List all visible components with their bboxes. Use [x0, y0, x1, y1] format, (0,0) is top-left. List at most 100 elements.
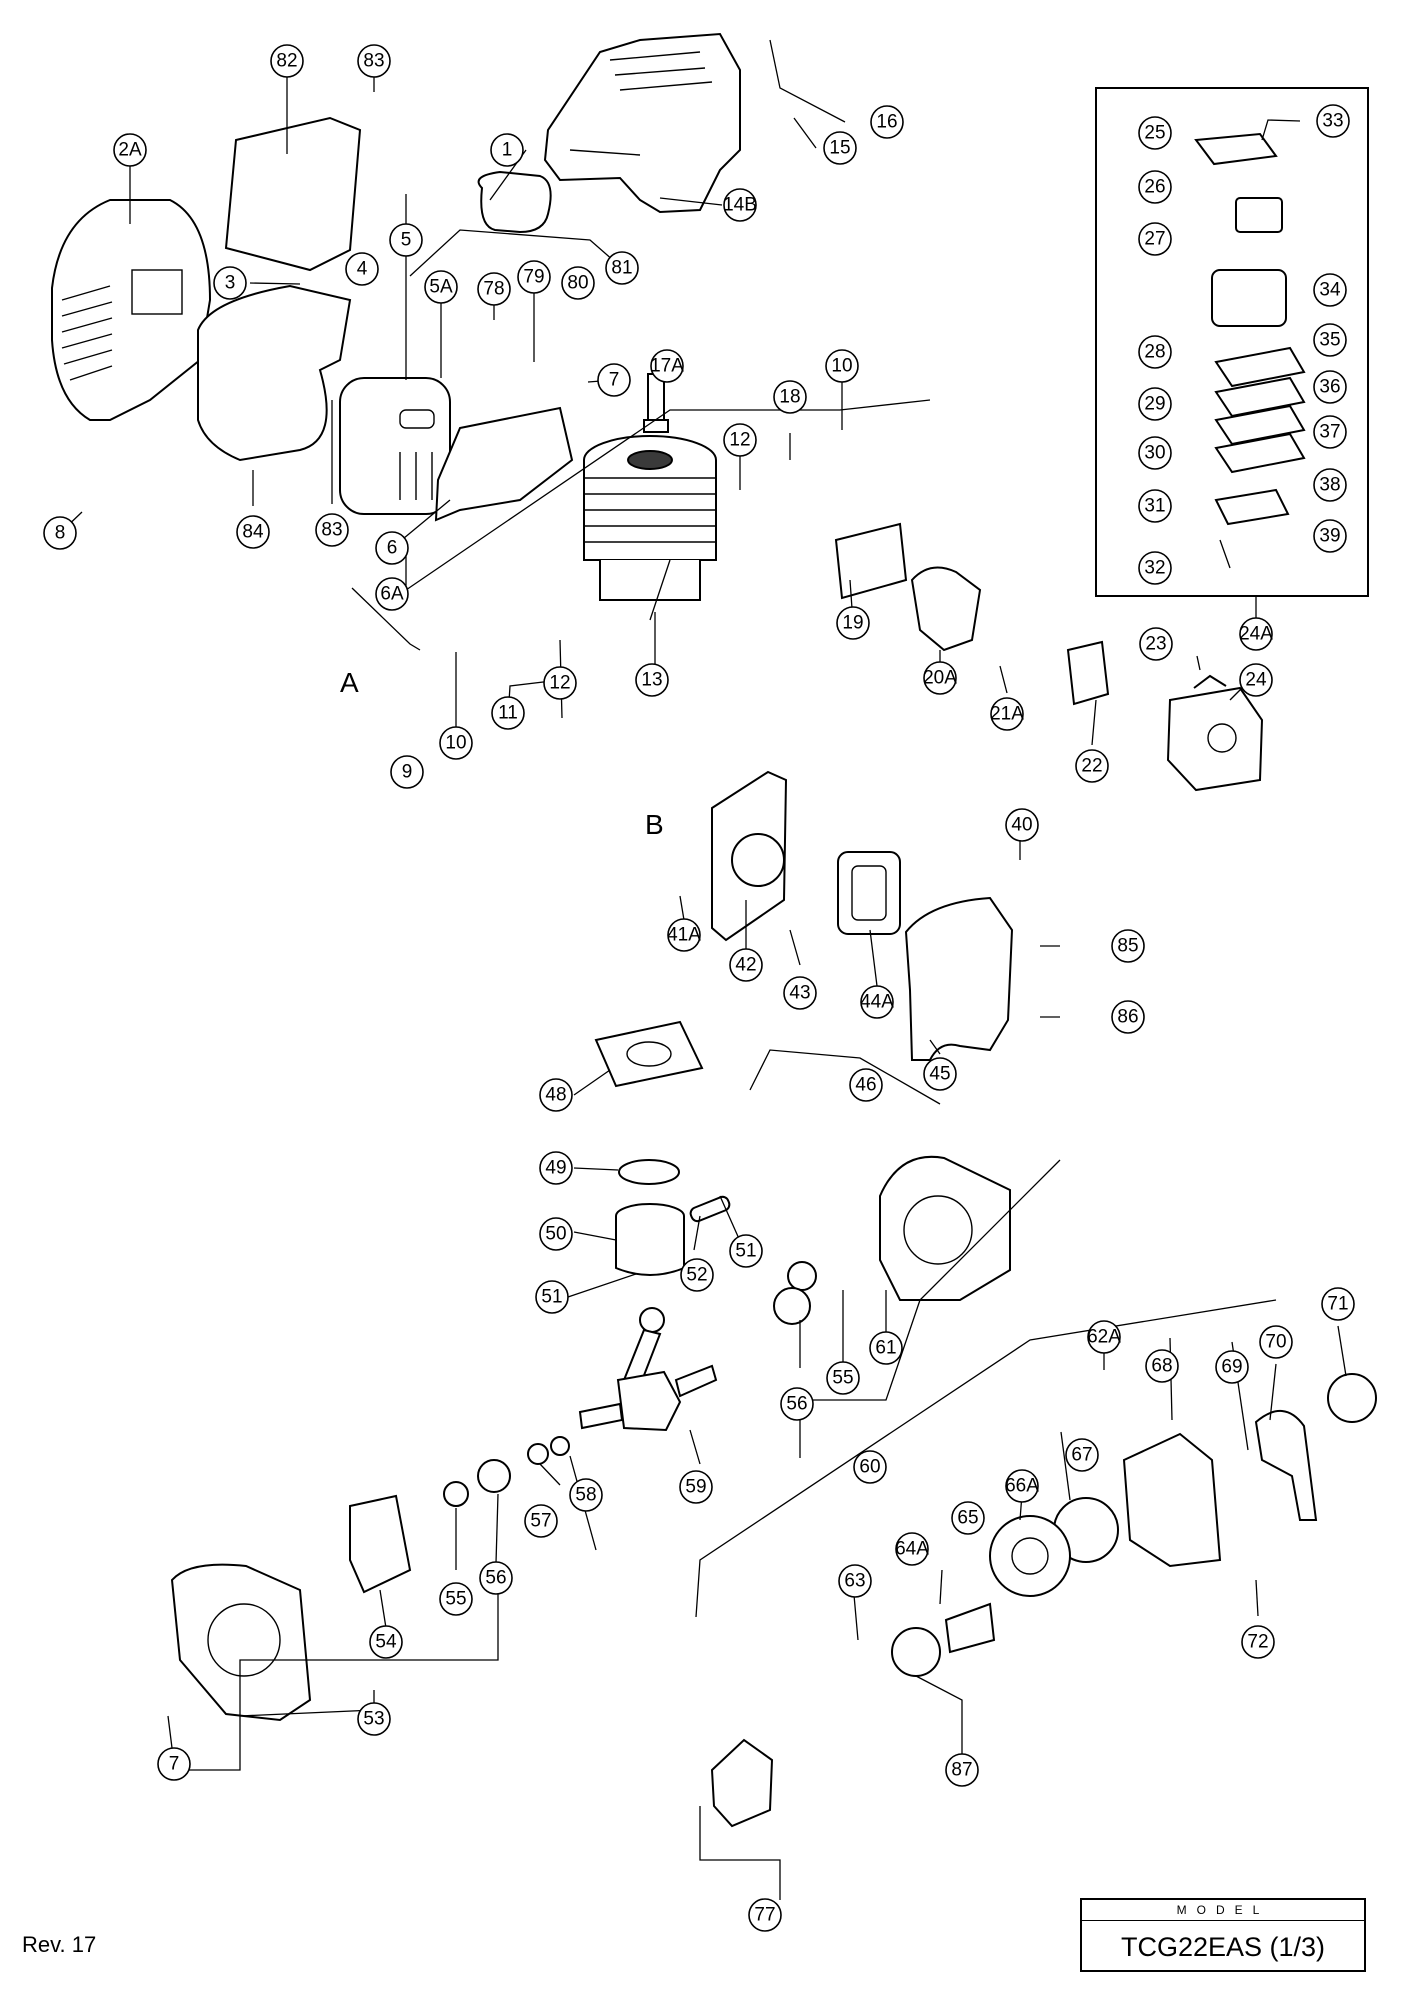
callout: 53: [357, 1702, 391, 1736]
svg-text:11: 11: [498, 703, 518, 724]
callout: 49: [539, 1151, 573, 1185]
model-box: MODEL TCG22EAS (1/3): [1080, 1898, 1366, 1972]
svg-text:6: 6: [387, 538, 398, 559]
callout: 86: [1111, 1000, 1145, 1034]
svg-text:49: 49: [545, 1158, 566, 1179]
leader-lines: [59, 39, 1347, 1900]
callout: 57: [524, 1504, 558, 1538]
callout: 85: [1111, 929, 1145, 963]
callout: 3: [213, 266, 247, 300]
svg-text:59: 59: [685, 1477, 706, 1498]
svg-text:12: 12: [549, 673, 570, 694]
callout: 29: [1138, 387, 1172, 421]
svg-text:8: 8: [55, 523, 66, 544]
air-filter-part: [837, 851, 901, 935]
callout: 23: [1139, 627, 1173, 661]
pawl-assembly-part: [710, 1738, 774, 1828]
spark-plug-part: [643, 373, 669, 433]
svg-text:32: 32: [1144, 558, 1165, 579]
callout: 55: [826, 1361, 860, 1395]
svg-text:5A: 5A: [429, 277, 453, 298]
svg-text:78: 78: [483, 279, 504, 300]
callout: 70: [1259, 1325, 1293, 1359]
seal-57-part: [527, 1443, 549, 1465]
svg-text:22: 22: [1081, 756, 1102, 777]
shield-84-part: [197, 284, 352, 462]
callout: 79: [517, 260, 551, 294]
svg-text:51: 51: [735, 1241, 756, 1262]
callout: 22: [1075, 749, 1109, 783]
callout: 71: [1321, 1287, 1355, 1321]
callout: 84: [236, 515, 270, 549]
svg-text:71: 71: [1327, 1294, 1348, 1315]
callout: 54: [369, 1625, 403, 1659]
callout: 24A: [1239, 617, 1273, 651]
svg-text:24: 24: [1245, 670, 1267, 691]
callout: 62A: [1087, 1320, 1121, 1354]
svg-text:16: 16: [876, 112, 897, 133]
callout: 56: [479, 1561, 513, 1595]
bearing-56-left-part: [477, 1459, 511, 1493]
carburetor-part: [1166, 674, 1264, 792]
model-number: TCG22EAS (1/3): [1120, 1932, 1326, 1962]
svg-text:31: 31: [1144, 496, 1165, 517]
callout: 66A: [1005, 1469, 1039, 1503]
svg-text:79: 79: [523, 267, 544, 288]
crankcase-gasket-part: [349, 1494, 412, 1594]
callout: 31: [1138, 489, 1172, 523]
reel-part: [989, 1515, 1071, 1597]
bearing-55-right-part: [787, 1261, 817, 1291]
svg-text:3: 3: [225, 273, 236, 294]
svg-text:6A: 6A: [380, 584, 404, 605]
svg-text:80: 80: [567, 273, 588, 294]
svg-text:30: 30: [1144, 443, 1165, 464]
svg-text:7: 7: [609, 370, 620, 391]
svg-text:43: 43: [789, 983, 810, 1004]
svg-text:65: 65: [957, 1508, 978, 1529]
callout: 11: [491, 696, 525, 730]
callout: 69: [1215, 1350, 1249, 1384]
callout: 64A: [895, 1532, 929, 1566]
svg-text:70: 70: [1265, 1332, 1286, 1353]
callout: 51: [729, 1234, 763, 1268]
svg-text:45: 45: [929, 1064, 950, 1085]
svg-text:77: 77: [754, 1905, 775, 1926]
svg-text:35: 35: [1319, 330, 1340, 351]
svg-text:15: 15: [829, 138, 850, 159]
callout: 6A: [375, 577, 409, 611]
svg-text:87: 87: [951, 1760, 972, 1781]
callout: 32: [1138, 551, 1172, 585]
svg-text:62A: 62A: [1087, 1327, 1121, 1348]
callout: 9: [390, 755, 424, 789]
carburetor-detail-frame: [1095, 87, 1369, 597]
callout: 68: [1145, 1349, 1179, 1383]
piston-ring-part: [618, 1159, 680, 1185]
svg-text:84: 84: [242, 522, 264, 543]
svg-text:72: 72: [1247, 1632, 1268, 1653]
svg-text:2A: 2A: [118, 140, 142, 161]
svg-text:67: 67: [1071, 1445, 1092, 1466]
callout: 4: [345, 252, 379, 286]
callout: 87: [945, 1753, 979, 1787]
gasket-19-part: [834, 522, 908, 600]
callout: 41A: [667, 918, 701, 952]
callout: 10: [439, 726, 473, 760]
svg-text:10: 10: [831, 356, 852, 377]
callout: 72: [1241, 1625, 1275, 1659]
svg-text:34: 34: [1319, 280, 1341, 301]
svg-text:4: 4: [357, 259, 368, 280]
callout: 13: [635, 663, 669, 697]
cover-82-part: [224, 116, 362, 272]
callout: 56: [780, 1387, 814, 1421]
svg-text:56: 56: [786, 1394, 807, 1415]
svg-text:53: 53: [363, 1709, 384, 1730]
callout: 12: [723, 423, 757, 457]
cylinder-part: [583, 435, 717, 601]
seal-58-part: [550, 1436, 570, 1456]
svg-text:48: 48: [545, 1085, 566, 1106]
svg-text:7: 7: [169, 1754, 180, 1775]
svg-text:61: 61: [875, 1338, 896, 1359]
callout: 55: [439, 1582, 473, 1616]
callout: 65: [951, 1501, 985, 1535]
